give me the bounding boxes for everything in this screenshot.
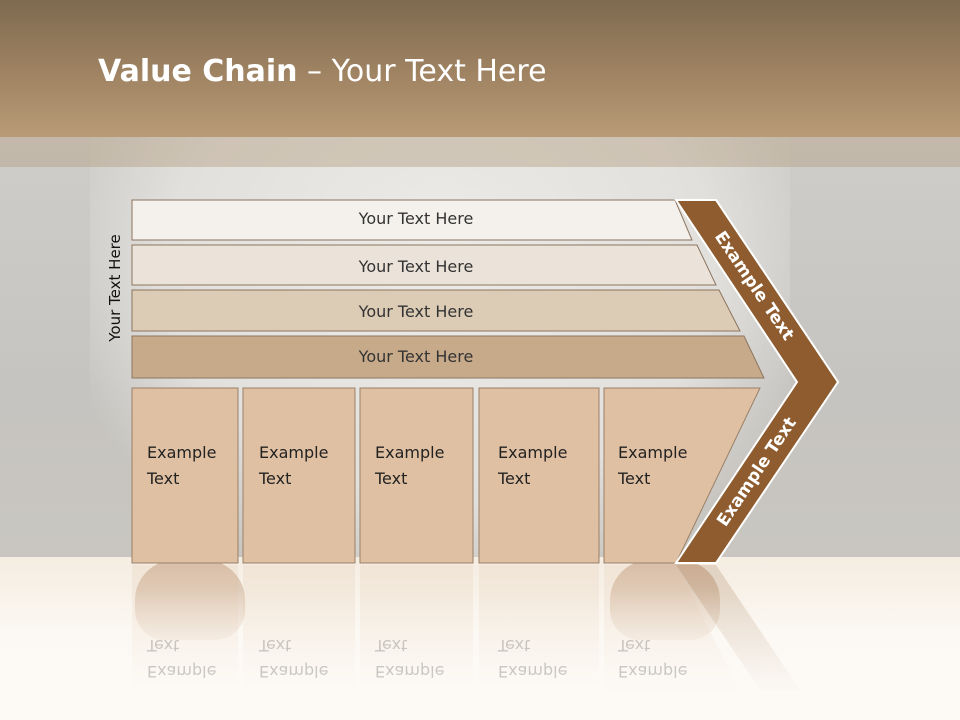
title-sub-band	[0, 137, 960, 167]
value-arrow	[674, 199, 840, 564]
support-row-3	[131, 289, 741, 332]
column-label-1: Example Text	[147, 443, 217, 488]
column-label-3: Example Text	[375, 443, 445, 488]
column-label-4: Example Text	[498, 443, 568, 488]
row-label-3: Your Text Here	[358, 302, 474, 321]
column-label-2: Example Text	[259, 443, 329, 488]
title-bold: Value Chain	[98, 54, 298, 89]
slide-title: Value Chain – Your Text Here	[98, 54, 547, 89]
primary-column-3	[359, 387, 474, 564]
column-reflection-2: Example Text	[259, 636, 329, 681]
fade-overlay	[0, 590, 960, 720]
support-row-2	[131, 244, 717, 286]
column-reflection-4: Example Text	[498, 636, 568, 681]
primary-column-2	[242, 387, 356, 564]
column-reflection-1: Example Text	[147, 636, 217, 681]
row-label-2: Your Text Here	[358, 257, 474, 276]
primary-column-4	[478, 387, 600, 564]
row-label-1: Your Text Here	[358, 209, 474, 228]
support-row-4	[131, 335, 765, 379]
column-label-5: Example Text	[618, 443, 688, 488]
column-reflection-5: Example Text	[618, 636, 688, 681]
side-label: Your Text Here	[106, 234, 124, 342]
row-label-4: Your Text Here	[358, 347, 474, 366]
support-row-1	[131, 199, 693, 241]
title-band	[0, 0, 960, 137]
column-reflection-3: Example Text	[375, 636, 445, 681]
primary-column-1	[131, 387, 239, 564]
title-rest: – Your Text Here	[297, 54, 547, 89]
